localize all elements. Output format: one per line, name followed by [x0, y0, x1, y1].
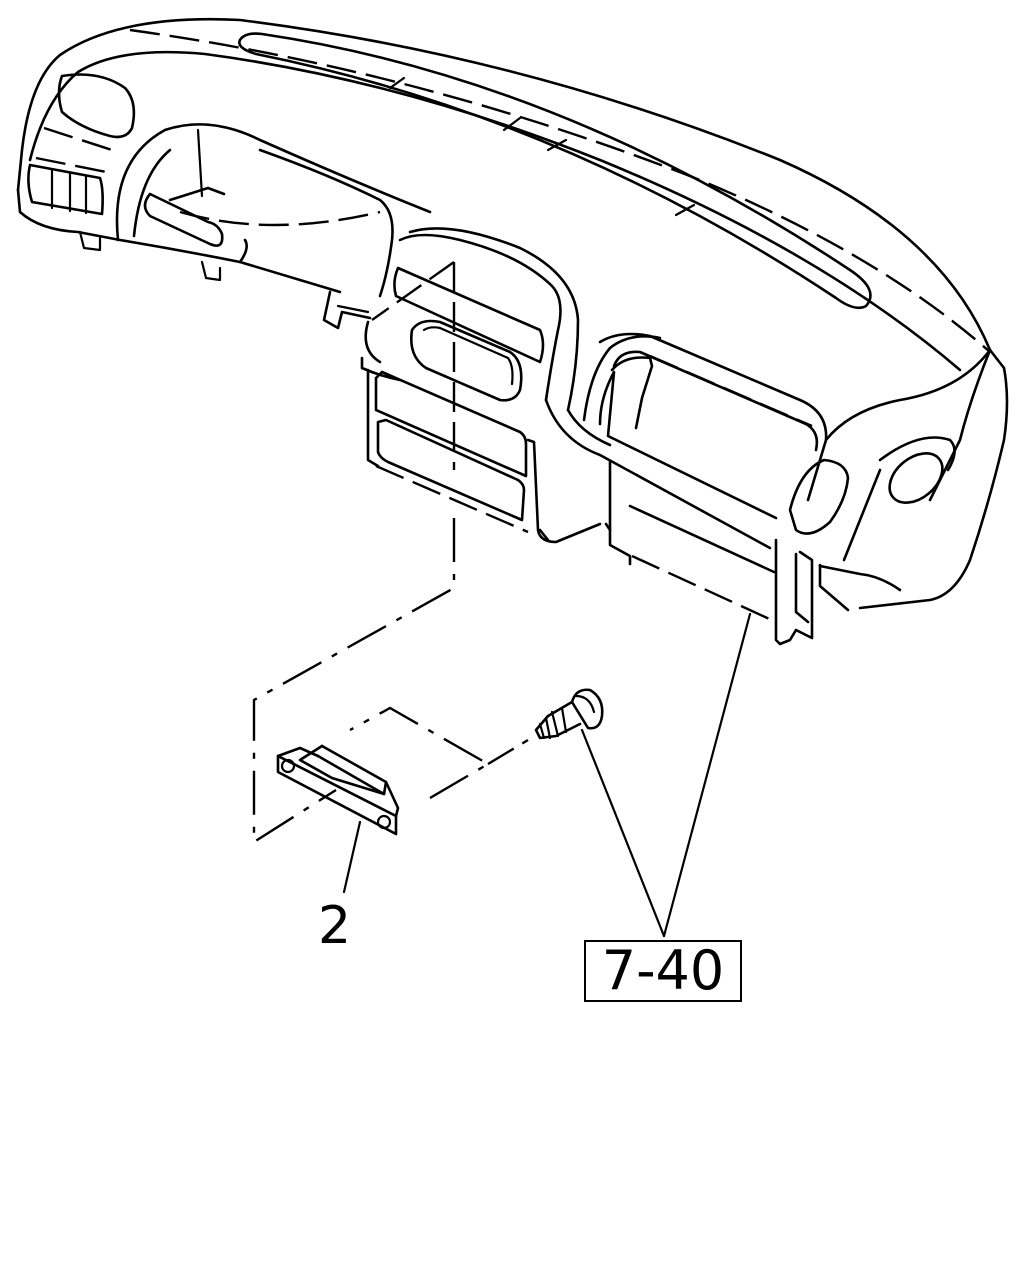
leader-ref-screw	[580, 728, 666, 938]
reference-box[interactable]: 7-40	[584, 940, 742, 1002]
leader-screw-to-bracket	[349, 706, 491, 800]
part-number-label: 2	[318, 896, 352, 956]
bracket-part	[276, 744, 400, 836]
leader-dashboard-to-bracket	[252, 518, 456, 845]
leader-lines	[252, 518, 752, 938]
reference-label: 7-40	[601, 939, 725, 1002]
screw-part	[534, 688, 604, 740]
instrument-panel	[16, 17, 1009, 646]
leader-part-2	[342, 820, 362, 894]
leader-ref-dashboard	[662, 612, 752, 938]
